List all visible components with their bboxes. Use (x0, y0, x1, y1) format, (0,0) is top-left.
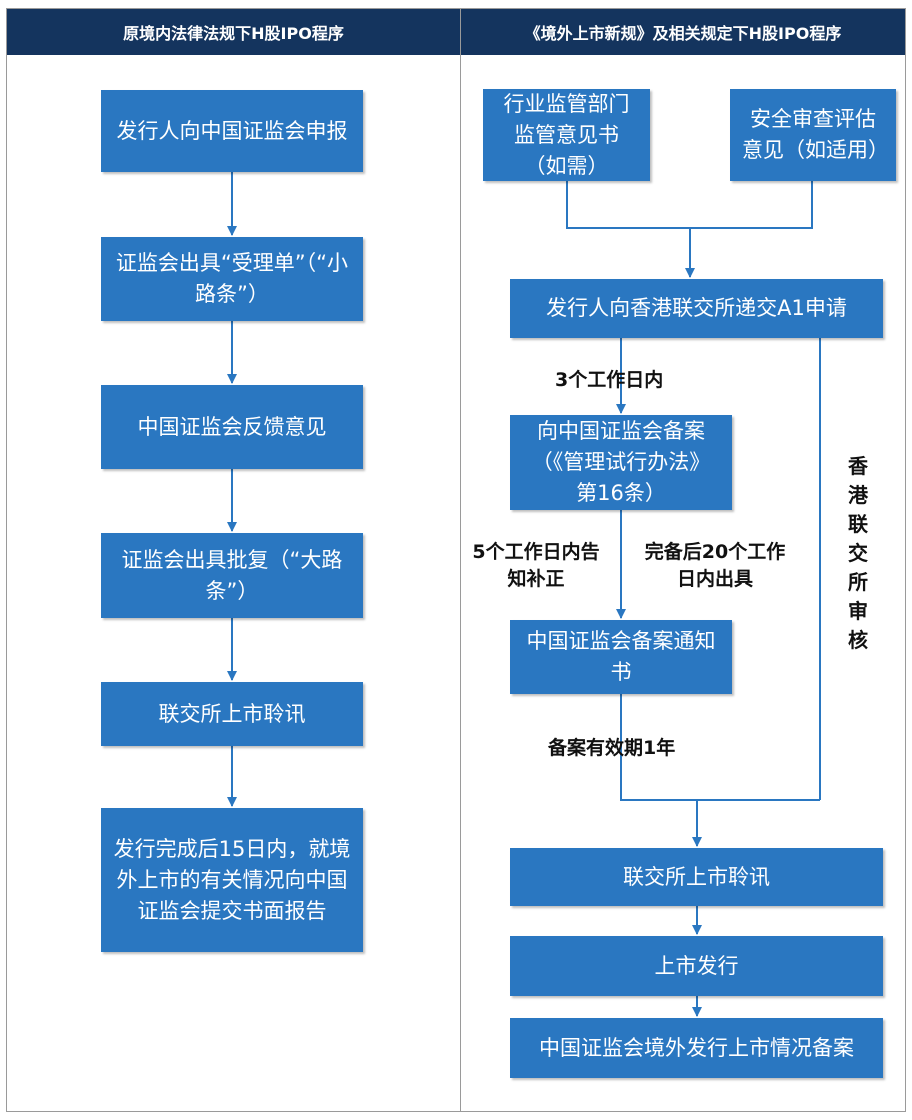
left-step-report-label: 发行完成后15日内，就境外上市的有关情况向中国证监会提交书面报告 (113, 836, 351, 923)
left-step-report: 发行完成后15日内，就境外上市的有关情况向中国证监会提交书面报告 (101, 808, 363, 952)
left-step-acceptance-label: 证监会出具“受理单”（“小路条”） (115, 251, 349, 306)
diagram-frame (6, 8, 906, 1112)
security-review-label: 安全审查评估意见（如适用） (742, 107, 889, 162)
left-step-acceptance: 证监会出具“受理单”（“小路条”） (101, 237, 363, 321)
left-step-hearing: 联交所上市聆讯 (101, 682, 363, 746)
label-valid-1-year: 备案有效期1年 (548, 737, 676, 759)
connector-industry-opinion (566, 181, 690, 229)
label-within-20-days: 完备后20个工作日内出具 (644, 541, 786, 590)
industry-opinion-label: 行业监管部门监管意见书（如需） (503, 91, 630, 178)
right-column-header: 《境外上市新规》及相关规定下H股IPO程序 (461, 9, 905, 55)
hearing-box: 联交所上市聆讯 (510, 848, 883, 906)
label-within-3-days: 3个工作日内 (555, 369, 664, 391)
listing-box: 上市发行 (510, 936, 883, 996)
left-step-feedback: 中国证监会反馈意见 (101, 385, 363, 469)
filing-notice-box: 中国证监会备案通知书 (510, 620, 732, 694)
listing-label: 上市发行 (654, 953, 739, 978)
post-filing-box: 中国证监会境外发行上市情况备案 (510, 1018, 883, 1078)
connector-security-review (690, 181, 813, 229)
post-filing-label: 中国证监会境外发行上市情况备案 (539, 1035, 854, 1060)
csrc-filing-box: 向中国证监会备案（《管理试行办法》第16条） (510, 415, 732, 510)
left-step-approval: 证监会出具批复（“大路条”） (101, 533, 363, 618)
a1-application-label: 发行人向香港联交所递交A1申请 (546, 296, 847, 320)
column-divider (460, 8, 461, 1112)
left-step-apply-label: 发行人向中国证监会申报 (116, 118, 348, 143)
filing-notice-label: 中国证监会备案通知书 (526, 629, 716, 684)
label-within-5-days: 5个工作日内告知补正 (472, 541, 600, 590)
connector-notice-to-merge (620, 694, 820, 801)
left-step-approval-label: 证监会出具批复（“大路条”） (121, 547, 343, 603)
industry-opinion-box: 行业监管部门监管意见书（如需） (483, 89, 650, 181)
label-hkex-review: 香港联交所审核 (848, 454, 868, 652)
hearing-label: 联交所上市聆讯 (623, 864, 770, 889)
security-review-box: 安全审查评估意见（如适用） (730, 89, 896, 181)
left-column-header: 原境内法律法规下H股IPO程序 (7, 9, 460, 55)
csrc-filing-label: 向中国证监会备案（《管理试行办法》第16条） (531, 419, 711, 505)
a1-application-box: 发行人向香港联交所递交A1申请 (510, 279, 883, 338)
left-step-feedback-label: 中国证监会反馈意见 (137, 414, 327, 439)
left-step-apply: 发行人向中国证监会申报 (101, 90, 363, 172)
left-step-hearing-label: 联交所上市聆讯 (158, 701, 306, 726)
